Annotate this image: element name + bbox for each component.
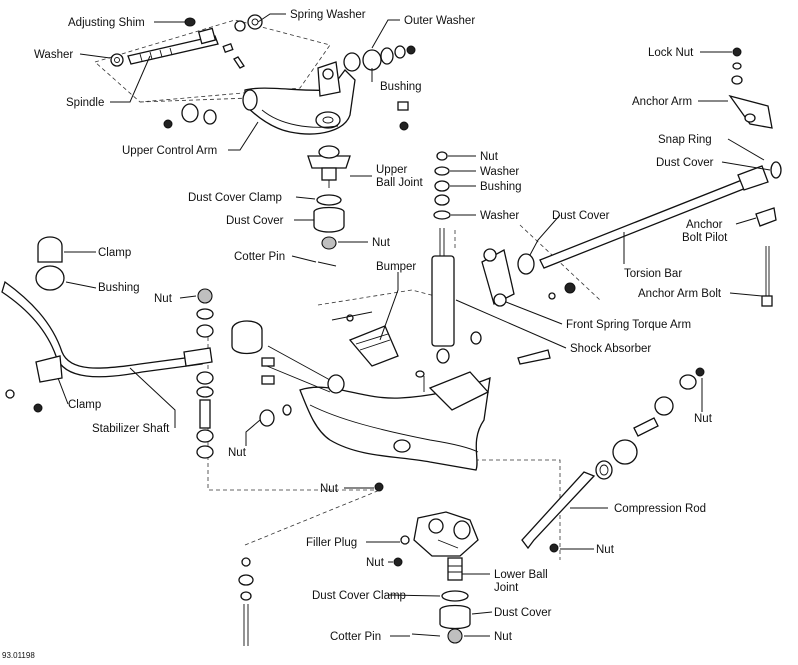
- label-front-spring-torque-arm: Front Spring Torque Arm: [566, 319, 691, 331]
- label-dust-cover-clamp-upper: Dust Cover Clamp: [188, 192, 282, 204]
- label-dust-cover-anchor: Dust Cover: [656, 157, 714, 169]
- label-bushing-stabilizer: Bushing: [98, 282, 140, 294]
- label-lower-ball-joint-line2: Joint: [494, 582, 519, 594]
- diagram-code: 93.01198: [2, 651, 35, 660]
- label-nut-bottom: Nut: [494, 631, 513, 643]
- upper-ball-joint: [307, 145, 351, 267]
- shock-absorber-assembly: [331, 151, 455, 367]
- label-bushing-shock: Bushing: [480, 181, 522, 193]
- label-cotter-pin-upper: Cotter Pin: [234, 251, 285, 263]
- label-shock-absorber: Shock Absorber: [570, 343, 651, 355]
- torsion-bar-assembly: [481, 47, 782, 307]
- label-anchor-arm: Anchor Arm: [632, 96, 692, 108]
- label-nut-left-bushing: Nut: [228, 447, 247, 459]
- label-compression-rod: Compression Rod: [614, 503, 706, 515]
- label-washer-shock-1: Washer: [480, 166, 519, 178]
- label-nut-right-bushing: Nut: [694, 413, 713, 425]
- label-dust-cover-upper: Dust Cover: [226, 215, 284, 227]
- label-anchor-bolt-pilot-line1: Anchor: [686, 219, 723, 231]
- label-nut-upper-ball-joint: Nut: [372, 237, 391, 249]
- stabilizer-link-stack: [196, 288, 214, 459]
- label-filler-plug: Filler Plug: [306, 537, 357, 549]
- label-snap-ring: Snap Ring: [658, 134, 712, 146]
- label-nut-stabilizer-link: Nut: [154, 293, 173, 305]
- label-outer-washer: Outer Washer: [404, 15, 475, 27]
- lower-bolt-stack: [238, 557, 254, 646]
- label-bumper: Bumper: [376, 261, 416, 273]
- label-clamp-stabilizer-top: Clamp: [98, 247, 131, 259]
- label-torsion-bar: Torsion Bar: [624, 268, 682, 280]
- label-dust-cover-lower: Dust Cover: [494, 607, 552, 619]
- label-spindle: Spindle: [66, 97, 104, 109]
- label-cotter-pin-lower: Cotter Pin: [330, 631, 381, 643]
- lower-ball-joint-assembly: [393, 511, 479, 644]
- label-nut-shock-top: Nut: [480, 151, 499, 163]
- label-adjusting-shim: Adjusting Shim: [68, 17, 145, 29]
- spindle-assembly: [110, 14, 263, 69]
- label-nut-lower-ball-joint: Nut: [366, 557, 385, 569]
- label-lower-ball-joint-line1: Lower Ball: [494, 569, 548, 581]
- outer-washer-bushing: [343, 45, 416, 131]
- label-bushing-upper: Bushing: [380, 81, 422, 93]
- label-dust-cover-clamp-lower: Dust Cover Clamp: [312, 590, 406, 602]
- label-upper-control-arm: Upper Control Arm: [122, 145, 217, 157]
- label-stabilizer-shaft: Stabilizer Shaft: [92, 423, 170, 435]
- stabilizer-assembly: [1, 236, 213, 413]
- leader-lines: [57, 13, 771, 637]
- label-upper-ball-joint-line1: Upper: [376, 164, 407, 176]
- label-clamp-stabilizer-bottom: Clamp: [68, 399, 101, 411]
- label-anchor-arm-bolt: Anchor Arm Bolt: [638, 288, 722, 300]
- label-upper-ball-joint-line2: Ball Joint: [376, 177, 423, 189]
- label-nut-compression-rod: Nut: [596, 544, 615, 556]
- upper-control-arm: [163, 61, 356, 135]
- part-labels: Adjusting Shim Spring Washer Outer Washe…: [2, 9, 728, 660]
- label-dust-cover-torsion: Dust Cover: [552, 210, 610, 222]
- lower-control-arm: [231, 320, 551, 492]
- label-spring-washer: Spring Washer: [290, 9, 366, 21]
- label-lock-nut: Lock Nut: [648, 47, 694, 59]
- label-anchor-bolt-pilot-line2: Bolt Pilot: [682, 232, 728, 244]
- compression-rod-assembly: [521, 367, 705, 553]
- label-washer-top: Washer: [34, 49, 73, 61]
- label-washer-shock-2: Washer: [480, 210, 519, 222]
- label-nut-lower-arm: Nut: [320, 483, 339, 495]
